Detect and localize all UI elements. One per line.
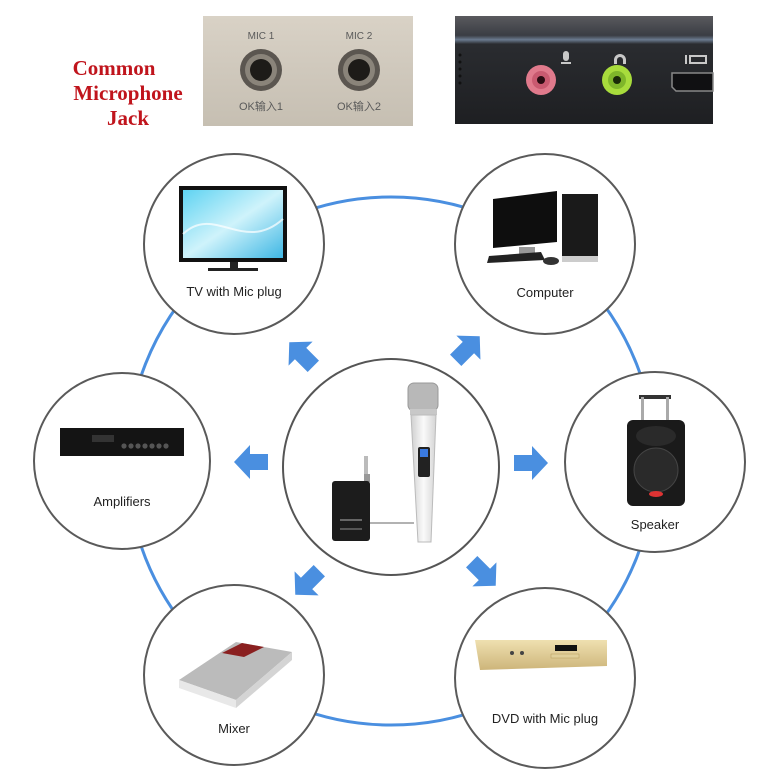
microphone-port-icon — [561, 51, 571, 64]
wireless-microphone-icon — [407, 382, 439, 543]
node-tv: TV with Mic plug — [143, 153, 325, 335]
node-circle — [454, 153, 636, 335]
mixer-icon — [179, 642, 292, 708]
receiver-icon — [332, 456, 414, 541]
jack1-bottom-label: OK输入1 — [239, 99, 283, 113]
hdmi-port-icon — [685, 55, 707, 64]
speaker-icon — [627, 395, 685, 506]
node-label: DVD with Mic plug — [492, 711, 598, 726]
tv-icon — [179, 186, 287, 271]
title-line-2: Microphone Jack — [73, 81, 183, 130]
arrow-down-right-icon — [466, 556, 497, 587]
node-label: Amplifiers — [93, 494, 151, 509]
title-line-1: Common — [72, 56, 156, 80]
dvd-player-icon — [475, 640, 607, 670]
node-mixer: Mixer — [143, 584, 325, 766]
node-circle — [33, 372, 211, 550]
headphone-port-icon — [614, 54, 626, 64]
arrow-right-icon — [514, 446, 548, 480]
center-circle — [282, 358, 500, 576]
hdmi-port — [671, 72, 714, 92]
node-label: Computer — [516, 285, 574, 300]
node-amplifiers: Amplifiers — [33, 372, 211, 550]
node-label: TV with Mic plug — [186, 284, 281, 299]
jack1-top-label: MIC 1 — [248, 31, 275, 42]
node-dvd: DVD with Mic plug — [454, 587, 636, 769]
node-label: Mixer — [218, 721, 250, 736]
node-computer: Computer — [454, 153, 636, 335]
arrow-left-icon — [234, 445, 268, 479]
mic-jack-2 — [338, 49, 380, 91]
arrow-up-right-icon — [450, 335, 481, 366]
jack2-top-label: MIC 2 — [346, 31, 373, 42]
arrow-up-left-icon — [288, 341, 319, 372]
mic-jack-1 — [240, 49, 282, 91]
node-label: Speaker — [631, 517, 680, 532]
amplifier-icon — [60, 428, 184, 456]
jack2-bottom-label: OK输入2 — [337, 99, 381, 113]
computer-icon — [487, 191, 598, 265]
arrow-down-left-icon — [294, 565, 325, 596]
computer-jack-panel — [455, 16, 714, 124]
karaoke-jack-panel: MIC 1 MIC 2 OK输入1 OK输入2 — [203, 16, 413, 126]
node-circle — [454, 587, 636, 769]
center-node — [282, 358, 500, 576]
node-speaker: Speaker — [564, 371, 746, 553]
